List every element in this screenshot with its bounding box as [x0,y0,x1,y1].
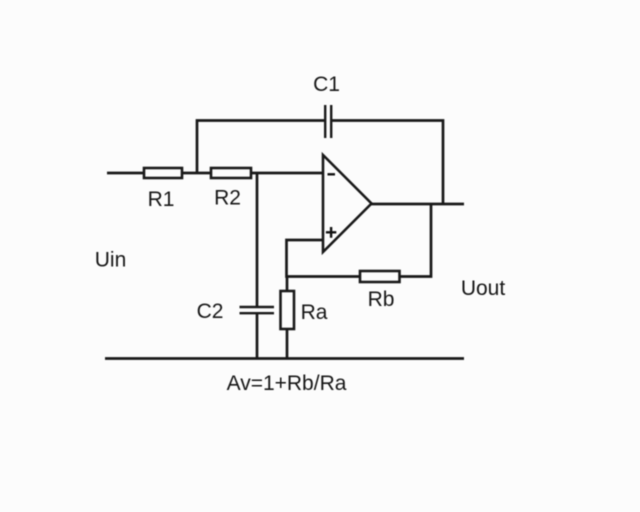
svg-text:Ra: Ra [301,301,328,324]
svg-text:Rb: Rb [368,288,395,311]
svg-text:R1: R1 [148,188,175,211]
svg-text:Uin: Uin [95,249,127,272]
svg-text:Uout: Uout [461,277,506,300]
svg-text:C1: C1 [313,73,340,96]
svg-text:Av=1+Rb/Ra: Av=1+Rb/Ra [227,372,347,395]
svg-text:R2: R2 [214,187,241,210]
svg-text:C2: C2 [197,300,224,323]
